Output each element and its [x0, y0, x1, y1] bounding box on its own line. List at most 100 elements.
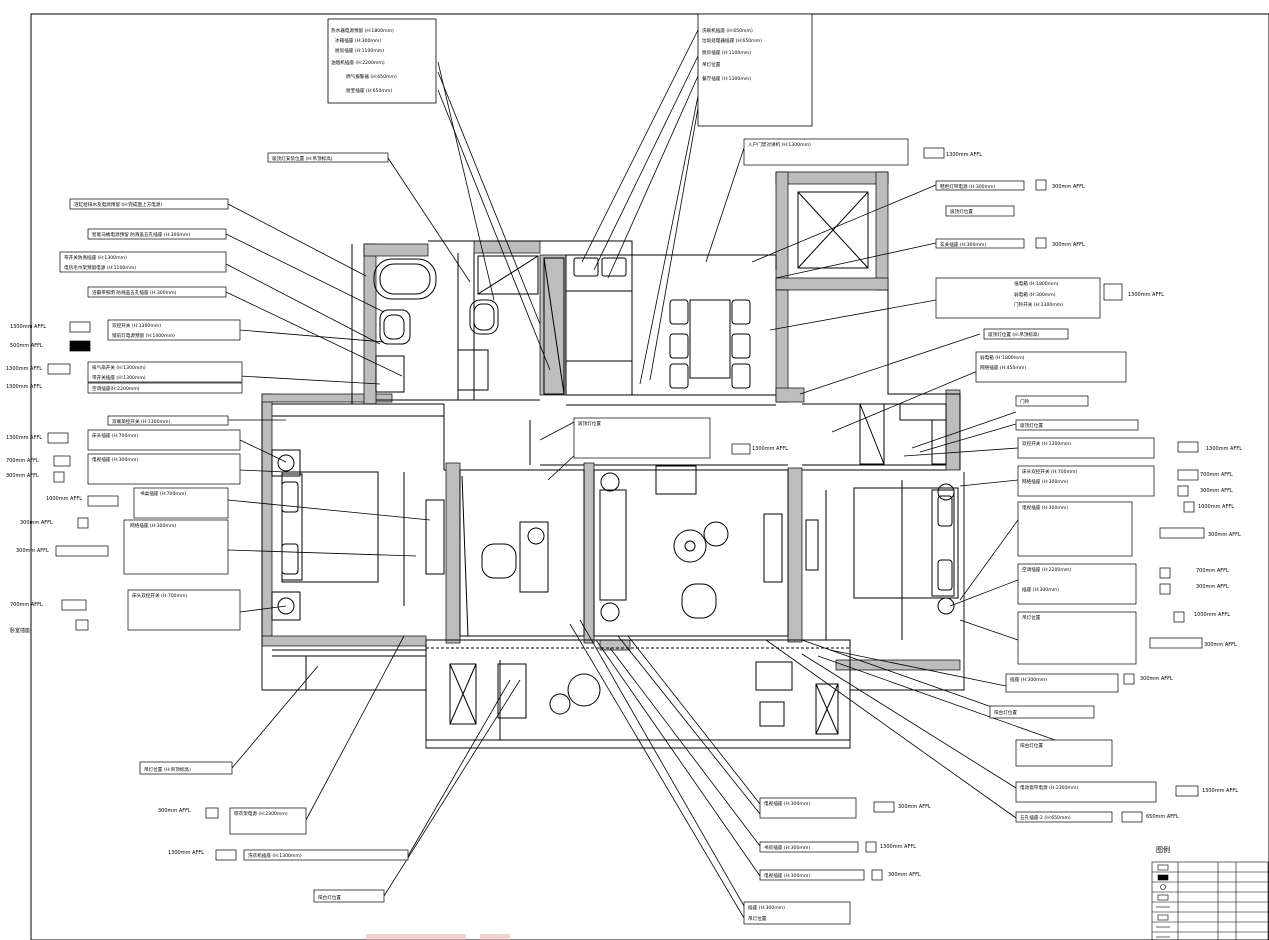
callout-l13: 床头插座 (H:700mm) — [92, 432, 138, 439]
afl-r12: 1000mm AFFL — [1198, 504, 1234, 510]
callout-b3: 书房插座 (H:300mm) — [764, 844, 810, 851]
callout-l7: 双控开关 (H:1300mm) — [112, 322, 161, 329]
afl-l19: 300mm AFFL — [158, 808, 191, 814]
callout-t9: 厨房插座 (H:1100mm) — [702, 49, 751, 56]
callout-r12: 电视插座 (H:300mm) — [1022, 504, 1068, 511]
callout-t6: 厨宝插座 (H:650mm) — [346, 87, 392, 94]
callout-r16: 吊灯位置 — [1022, 614, 1041, 621]
afl-l13: 700mm AFFL — [6, 458, 39, 464]
callout-l16: 网络插座 (H:300mm) — [130, 522, 176, 529]
callout-b2: 电视插座 (H:300mm) — [764, 800, 810, 807]
callout-t3: 厨房插座 (H:1100mm) — [335, 47, 384, 54]
callout-l17: 床头双控开关 (H:700mm) — [132, 592, 188, 599]
callout-l2: 浴缸给排水及电源预留 (H:完成面上方电源) — [74, 201, 162, 208]
callout-r15: 插座 (H:300mm) — [1022, 586, 1059, 593]
callout-l12: 双联单控开关 (H:1300mm) — [112, 418, 170, 425]
afl-l9: 1300mm AFFL — [6, 366, 42, 372]
afl-r10: 700mm AFFL — [1200, 472, 1233, 478]
callout-l11: 空调插座(H:2200mm) — [92, 385, 140, 392]
svg-text:300mm AFFL: 300mm AFFL — [1140, 676, 1173, 682]
callout-l14: 电视插座 (H:300mm) — [92, 456, 138, 463]
callout-b6: 吊灯位置 — [748, 915, 767, 922]
svg-text:300mm AFFL: 300mm AFFL — [16, 548, 49, 554]
svg-text:300mm AFFL: 300mm AFFL — [1204, 642, 1237, 648]
afl-r2: 300mm AFFL — [1052, 184, 1085, 190]
callout-r11: 网络插座 (H:300mm) — [1022, 478, 1068, 485]
svg-text:阳台灯位置: 阳台灯位置 — [1020, 742, 1043, 749]
callout-l19: 晾衣架电源 (H:2300mm) — [234, 810, 288, 817]
callout-r7: 门铃开关 (H:1300mm) — [1014, 301, 1063, 308]
afl-l16: 300mm AFFL — [20, 520, 53, 526]
callout-l4: 带开关防溅插座 (H:1300mm) — [64, 254, 127, 261]
callout-b4: 电视插座 (H:300mm) — [764, 872, 810, 879]
callout-l18: 吊灯位置 (H:吊顶标高) — [144, 766, 191, 773]
afl-r1: 1300mm AFFL — [946, 152, 982, 158]
svg-text:门铃: 门铃 — [1020, 398, 1030, 405]
afl-r19: 650mm AFFL — [1146, 814, 1179, 820]
afl-r14: 1000mm AFFL — [1194, 612, 1230, 618]
legend: 图例 — [1151, 845, 1269, 940]
bottom-callouts: 吸顶灯位置 1300mm AFFL 电视插座 (H:300mm) 300mm A… — [573, 417, 931, 925]
svg-text:插座 (H:300mm): 插座 (H:300mm) — [1010, 676, 1047, 683]
callout-t10: 吊灯位置 — [702, 61, 721, 68]
callout-l21: 阳台灯位置 — [318, 894, 341, 901]
afl-l8: 500mm AFFL — [10, 343, 43, 349]
legend-title: 图例 — [1156, 845, 1170, 854]
callout-t8: 垃圾处理器插座 (H:650mm) — [702, 37, 762, 44]
callout-r5: 强电箱 (H:1800mm) — [1014, 280, 1059, 287]
afl-r9: 1300mm AFFL — [1206, 446, 1242, 452]
afl-l10: 1300mm AFFL — [6, 384, 42, 390]
callout-l8: 镜前灯电源预留 (H:1400mm) — [112, 332, 175, 339]
callout-b1: 吸顶灯位置 — [578, 420, 601, 427]
callout-t11: 餐厅插座 (H:1300mm) — [702, 75, 751, 82]
afl-r15: 300mm AFFL — [1196, 584, 1229, 590]
afl-r4: 300mm AFFL — [1052, 242, 1085, 248]
afl-l17: 700mm AFFL — [10, 602, 43, 608]
callout-l5: 电热毛巾架预留电源 (H:1100mm) — [64, 264, 136, 271]
callout-r3: 吸顶灯位置 — [950, 208, 973, 215]
callout-r18: 电动窗帘电源 (H:2300mm) — [1020, 784, 1078, 791]
drawing-frame — [30, 13, 1269, 940]
callout-r1: 入户门禁对讲机 (H:1300mm) — [748, 141, 811, 148]
afl-l14: 300mm AFFL — [6, 473, 39, 479]
callout-t2: 冰箱插座 (H:300mm) — [335, 37, 381, 44]
callout-t7: 洗碗机插座 (H:650mm) — [702, 27, 753, 34]
afl-l20: 1300mm AFFL — [168, 850, 204, 856]
svg-text:卧室插座: 卧室插座 — [10, 627, 30, 634]
callout-l6: 浴霸带照明 防溅盖五孔插座 (H:300mm) — [92, 289, 177, 296]
afl-l7: 1300mm AFFL — [10, 324, 46, 330]
afl-r5: 1300mm AFFL — [1128, 292, 1164, 298]
afl-r13: 300mm AFFL — [1208, 532, 1241, 538]
callout-l3: 智能马桶电源预留 防溅盖五孔插座 (H:300mm) — [92, 231, 190, 238]
callout-r9: 双控开关 (H:1300mm) — [1022, 440, 1071, 447]
afl-r18: 1300mm AFFL — [1202, 788, 1238, 794]
callout-b5: 插座 (H:300mm) — [748, 904, 785, 911]
callout-r8: 吸顶灯位置 (H:吊顶标高) — [988, 331, 1040, 338]
floor-plan — [261, 171, 965, 749]
afl-b3: 1300mm AFFL — [880, 844, 916, 850]
callout-l10: 带开关插座 (H:1300mm) — [92, 374, 146, 381]
afl-l15: 1000mm AFFL — [46, 496, 82, 502]
callout-l15: 书桌插座 (H:700mm) — [140, 490, 186, 497]
watermark — [366, 934, 510, 940]
afl-r11: 300mm AFFL — [1200, 488, 1233, 494]
afl-b2: 300mm AFFL — [898, 804, 931, 810]
callout-r2: 鞋柜灯带电源 (H:300mm) — [940, 183, 996, 190]
top-right-callout-box: 洗碗机插座 (H:650mm) 垃圾处理器插座 (H:650mm) 厨房插座 (… — [697, 13, 813, 127]
top-left-callout-box: 热水器电源预留 (H:1800mm) 冰箱插座 (H:300mm) 厨房插座 (… — [327, 18, 437, 104]
callout-r19: 五孔插座-2 (H:650mm) — [1020, 814, 1071, 821]
callout-r4: 玄关插座 (H:300mm) — [940, 241, 986, 248]
svg-text:吸顶灯位置: 吸顶灯位置 — [1020, 422, 1043, 429]
callout-l9: 排气扇开关 (H:1300mm) — [92, 364, 146, 371]
svg-text:1300mm AFFL: 1300mm AFFL — [752, 446, 788, 452]
afl-l12: 1300mm AFFL — [6, 435, 42, 441]
callout-t1: 热水器电源预留 (H:1800mm) — [331, 27, 394, 34]
callout-r17: 阳台灯位置 — [994, 709, 1017, 716]
right-callouts: 入户门禁对讲机 (H:1300mm) 1300mm AFFL 鞋柜灯带电源 (H… — [743, 138, 1242, 823]
afl-b4: 300mm AFFL — [888, 872, 921, 878]
callout-l1: 吸顶灯安装位置 (H:吊顶标高) — [272, 155, 333, 162]
callout-r14: 空调插座 (H:2200mm) — [1022, 566, 1071, 573]
svg-text:700mm AFFL: 700mm AFFL — [1196, 568, 1229, 574]
callout-l20: 洗衣机插座 (H:1300mm) — [248, 852, 302, 859]
